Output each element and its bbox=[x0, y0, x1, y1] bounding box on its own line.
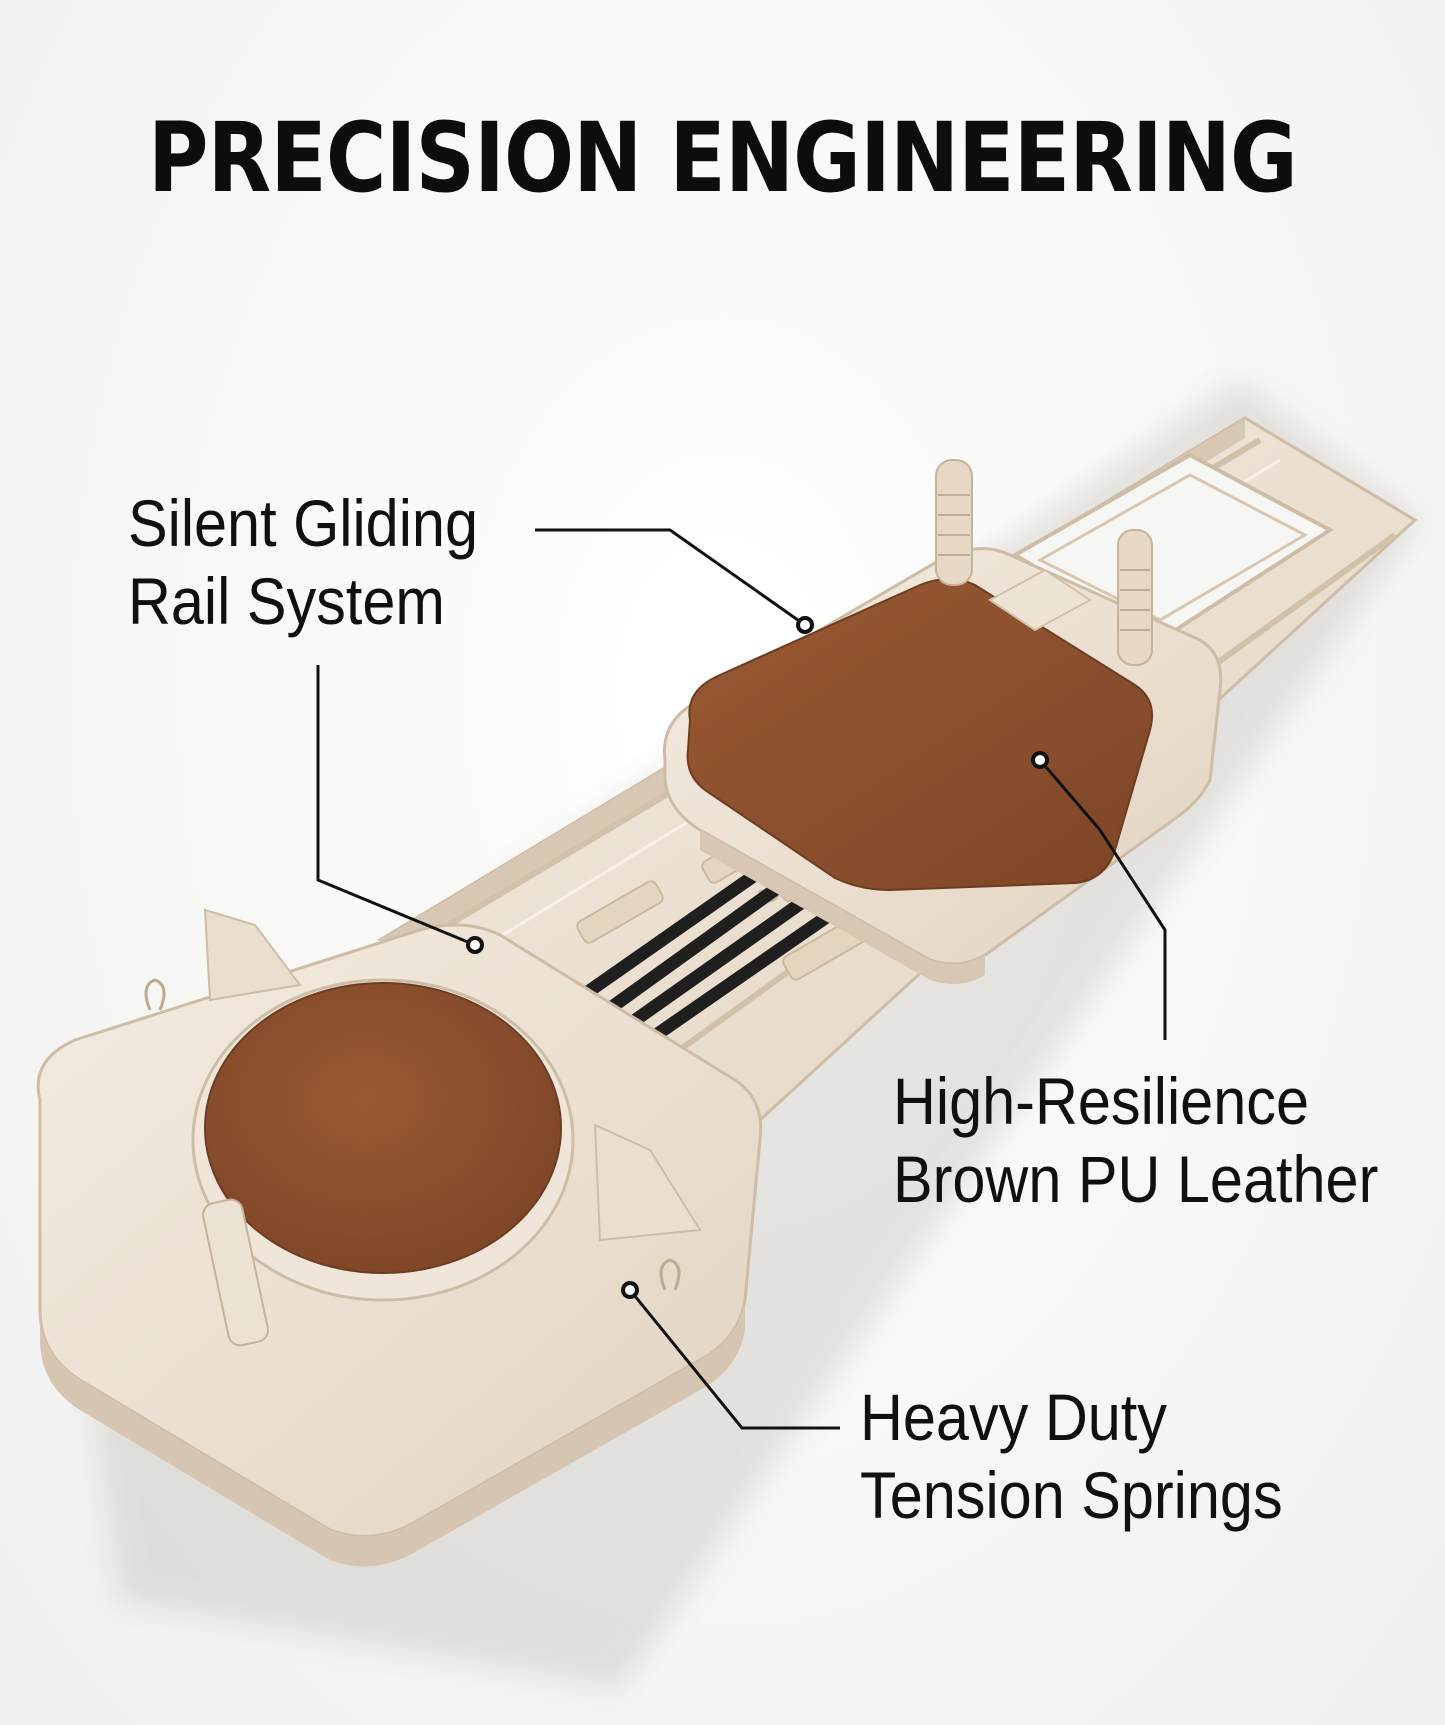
callout-label-pu-leather: High-Resilience Brown PU Leather bbox=[893, 1062, 1378, 1218]
callout-rail-line2: Rail System bbox=[128, 564, 445, 638]
callout-line-springs bbox=[628, 1289, 840, 1430]
callout-leather-line2: Brown PU Leather bbox=[893, 1142, 1379, 1216]
callout-dot-rail bbox=[466, 936, 484, 954]
callout-dots bbox=[466, 616, 1049, 1299]
callout-lines bbox=[316, 528, 1167, 1430]
callout-label-tension-springs: Heavy Duty Tension Springs bbox=[860, 1378, 1283, 1534]
callout-line-rail-bottom bbox=[316, 665, 476, 947]
callout-dot-pad bbox=[796, 616, 814, 634]
callout-rail-line1: Silent Gliding bbox=[128, 486, 479, 560]
sliding-carriage bbox=[662, 459, 1223, 984]
page-title: PRECISION ENGINEERING bbox=[148, 102, 1298, 214]
front-platform bbox=[36, 908, 763, 1567]
callout-leather-line1: High-Resilience bbox=[893, 1064, 1309, 1138]
callout-springs-line2: Tension Springs bbox=[860, 1458, 1283, 1532]
callout-line-leather bbox=[1038, 759, 1167, 1040]
callout-springs-line1: Heavy Duty bbox=[860, 1380, 1168, 1454]
callout-dot-springs bbox=[621, 1281, 639, 1299]
callout-line-rail-top bbox=[535, 528, 806, 627]
callout-label-rail-system: Silent Gliding Rail System bbox=[128, 484, 478, 640]
callout-dot-leather bbox=[1031, 751, 1049, 769]
